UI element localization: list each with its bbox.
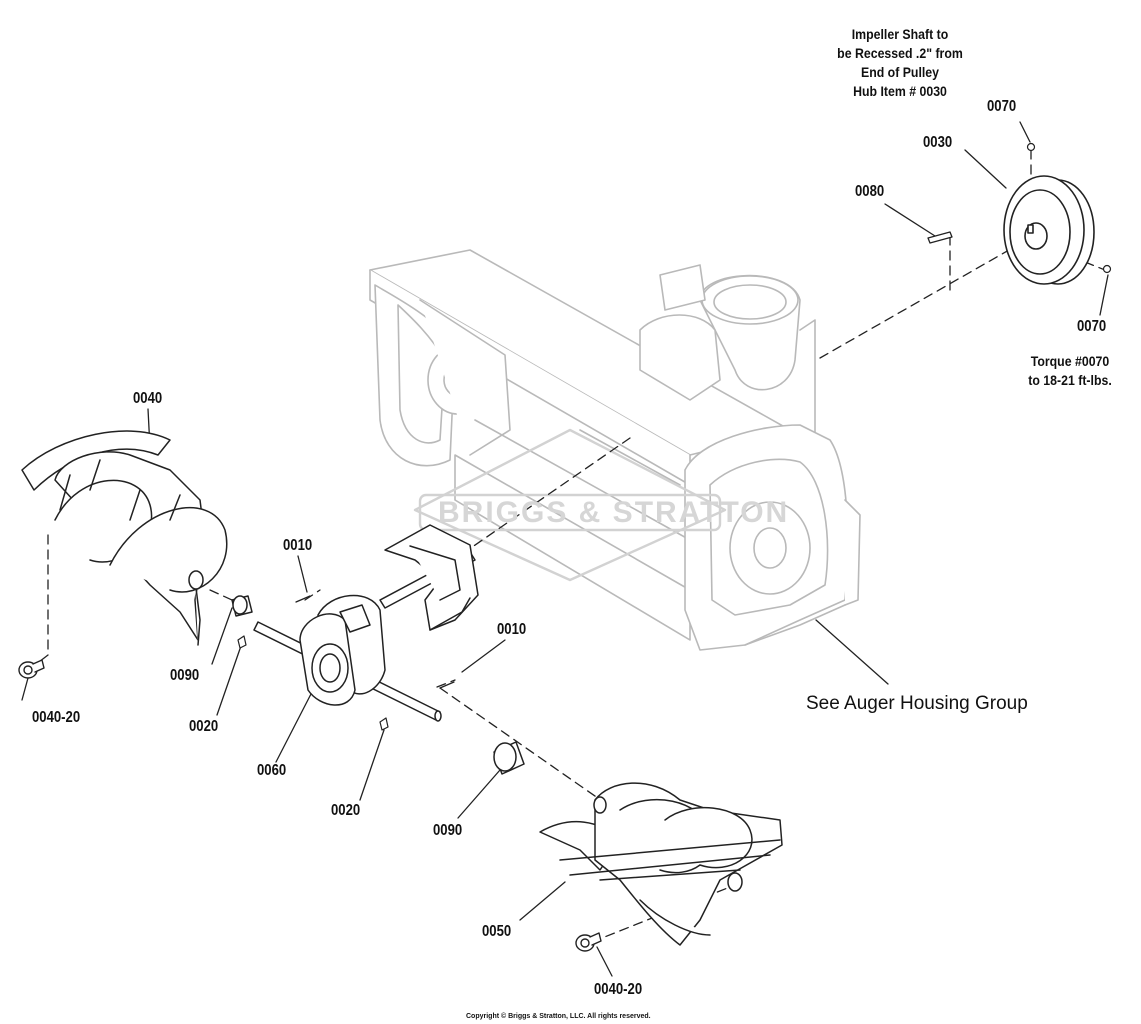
pulley-0030	[1003, 175, 1095, 285]
torque-note-line-1: Torque #0070	[1030, 353, 1110, 369]
callout-0040: 0040	[133, 390, 163, 407]
callout-0070-top: 0070	[987, 98, 1017, 115]
callout-0040-20-b: 0040-20	[594, 981, 643, 998]
callout-0010-b: 0010	[497, 621, 527, 638]
auger-0050	[539, 782, 783, 946]
callout-0020-b: 0020	[331, 802, 361, 819]
pin-0010	[295, 595, 455, 689]
clip-0020	[237, 635, 389, 731]
watermark-text: BRIGGS & STRATTON	[438, 496, 790, 529]
impeller-note: Impeller Shaft to be Recessed .2" from E…	[830, 25, 971, 101]
auger-0040	[21, 430, 228, 646]
impeller-note-line-2: be Recessed .2" from	[837, 45, 963, 61]
impeller-note-line-4: Hub Item # 0030	[853, 83, 947, 99]
grease-fitting-left	[18, 659, 45, 679]
callout-0020-a: 0020	[189, 718, 219, 735]
torque-note: Torque #0070 to 18-21 ft-lbs.	[1008, 352, 1131, 390]
impeller-note-line-1: Impeller Shaft to	[851, 26, 949, 42]
callout-0060: 0060	[257, 762, 287, 779]
impeller-note-line-3: End of Pulley	[860, 64, 940, 80]
callout-leaders	[21, 121, 1109, 977]
callout-0070-right: 0070	[1077, 318, 1107, 335]
callout-0080: 0080	[855, 183, 885, 200]
torque-note-line-2: to 18-21 ft-lbs.	[1028, 372, 1112, 388]
see-auger-housing-group: See Auger Housing Group	[806, 693, 1028, 714]
copyright-notice: Copyright © Briggs & Stratton, LLC. All …	[466, 1013, 651, 1020]
key-0080	[927, 231, 953, 244]
callout-0010-a: 0010	[283, 537, 313, 554]
set-screw-0070	[1026, 142, 1112, 274]
grease-fitting-right	[575, 932, 602, 952]
auger-housing	[369, 249, 861, 651]
callout-0090-a: 0090	[170, 667, 200, 684]
watermark-logo	[413, 428, 727, 582]
bushing-0090	[231, 595, 525, 775]
callout-0030: 0030	[923, 134, 953, 151]
callout-0050: 0050	[482, 923, 512, 940]
callout-0090-b: 0090	[433, 822, 463, 839]
callout-0040-20-a: 0040-20	[32, 709, 81, 726]
gearbox-0060	[253, 524, 479, 722]
